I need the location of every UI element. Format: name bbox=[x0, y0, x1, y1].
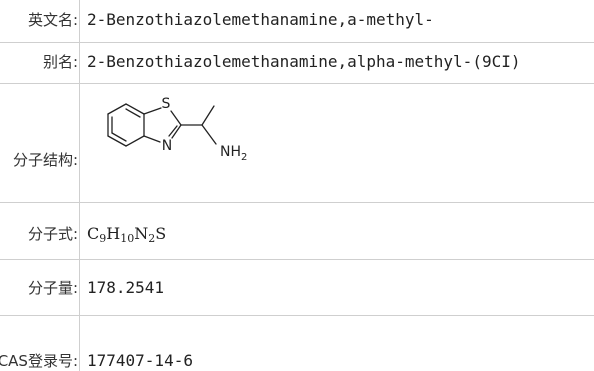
label-cas-number: CAS登录号: bbox=[0, 352, 78, 370]
label-english-name: 英文名: bbox=[27, 11, 78, 29]
row-english-name: 英文名: 2-Benzothiazolemethanamine,a-methyl… bbox=[0, 0, 594, 43]
row-molecular-weight: 分子量: 178.2541 bbox=[0, 260, 594, 316]
bond bbox=[125, 108, 141, 118]
value-english-name: 2-Benzothiazolemethanamine,a-methyl- bbox=[87, 10, 434, 29]
bond bbox=[143, 107, 162, 115]
value-formula: C9H10N2S bbox=[87, 224, 166, 249]
bond bbox=[170, 110, 182, 126]
bond bbox=[107, 135, 127, 147]
row-formula: 分子式: C9H10N2S bbox=[0, 203, 594, 260]
amine-subscript: 2 bbox=[241, 152, 247, 163]
formula-count-c: 9 bbox=[99, 232, 107, 245]
row-cas-number: CAS登录号: 177407-14-6 bbox=[0, 316, 594, 371]
formula-element-n: N bbox=[134, 224, 149, 243]
value-cas-number: 177407-14-6 bbox=[87, 351, 193, 370]
bond bbox=[171, 124, 182, 139]
bond bbox=[168, 125, 178, 137]
label-structure: 分子结构: bbox=[12, 151, 78, 169]
formula-element-c: C bbox=[87, 224, 100, 243]
row-alias: 别名: 2-Benzothiazolemethanamine,alpha-met… bbox=[0, 42, 594, 84]
bond bbox=[201, 124, 217, 145]
formula-element-h: H bbox=[106, 224, 121, 243]
value-alias: 2-Benzothiazolemethanamine,alpha-methyl-… bbox=[87, 52, 521, 71]
formula-count-h: 10 bbox=[120, 232, 135, 245]
bond bbox=[107, 103, 127, 115]
label-formula: 分子式: bbox=[27, 225, 78, 243]
molecule-structure-image: S N NH2 bbox=[107, 96, 247, 163]
amine-group-label: NH2 bbox=[220, 144, 247, 163]
amine-label: NH bbox=[220, 144, 241, 160]
label-alias: 别名: bbox=[42, 53, 78, 71]
label-molecular-weight: 分子量: bbox=[27, 279, 78, 297]
bond bbox=[111, 132, 127, 142]
column-divider bbox=[79, 0, 80, 371]
bond bbox=[125, 135, 145, 147]
bond bbox=[201, 105, 215, 126]
formula-count-n: 2 bbox=[148, 232, 156, 245]
row-structure: 分子结构: bbox=[0, 84, 594, 203]
atom-label-nitrogen: N bbox=[162, 138, 172, 154]
bond bbox=[125, 103, 145, 115]
atom-label-sulfur: S bbox=[162, 96, 171, 112]
value-molecular-weight: 178.2541 bbox=[87, 278, 165, 297]
bond bbox=[143, 135, 161, 143]
formula-element-s: S bbox=[155, 224, 167, 243]
